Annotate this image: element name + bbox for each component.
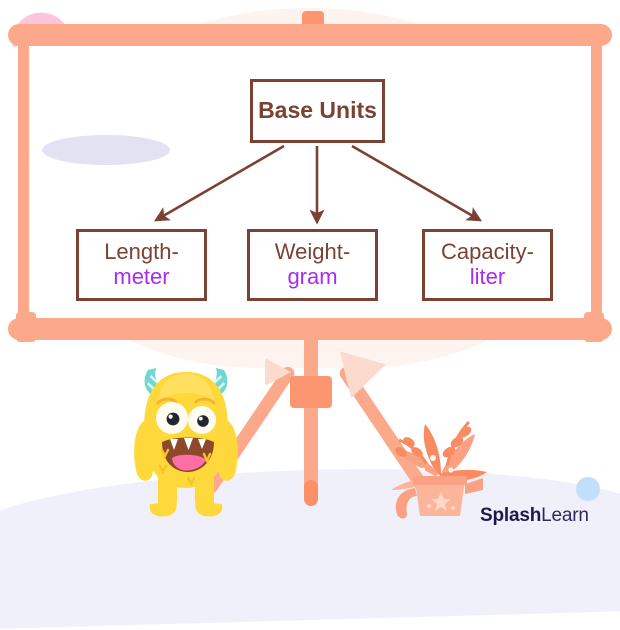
monster-mascot <box>126 358 246 520</box>
arrow-to-capacity <box>351 144 483 222</box>
node-capacity-unit: liter <box>469 264 506 289</box>
monster-brow-right <box>194 397 216 405</box>
board-frame-left <box>18 34 29 330</box>
board-frame-bottom <box>8 318 612 340</box>
easel-center-post <box>304 320 318 505</box>
easel-hub <box>290 376 332 408</box>
monster-foot-left <box>149 502 177 517</box>
node-weight-gram[interactable]: Weight- gram <box>247 229 378 301</box>
node-base-units[interactable]: Base Units <box>250 79 385 143</box>
monster-tooth-center <box>184 438 193 450</box>
monster-eye-glint-left <box>168 414 173 419</box>
whiteboard: Base Units Length- meter Weight- gram Ca… <box>8 11 612 342</box>
node-length-unit: meter <box>113 264 170 289</box>
monster-brow-left <box>156 397 178 405</box>
monster-head-highlight <box>158 374 214 402</box>
splashlearn-logo: SplashLearn <box>480 505 589 527</box>
monster-pupil-left <box>166 412 180 426</box>
node-weight-title: Weight- <box>274 239 351 265</box>
node-capacity-liter[interactable]: Capacity- liter <box>422 229 553 301</box>
plant-leaves <box>391 420 487 490</box>
base-units-diagram: Base Units Length- meter Weight- gram Ca… <box>22 38 598 330</box>
blue-dot-decoration <box>576 477 600 501</box>
monster-eye-glint-right <box>198 416 203 421</box>
logo-learn-text: Learn <box>541 505 589 526</box>
pale-pink-triangle-left <box>265 358 291 386</box>
monster-tongue <box>172 454 206 471</box>
board-frame-top <box>8 24 612 46</box>
board-frame-right <box>591 34 602 330</box>
node-length-title: Length- <box>104 239 179 265</box>
node-weight-unit: gram <box>287 264 338 289</box>
monster-foot-right <box>195 502 223 517</box>
easel-foot-center <box>304 480 318 506</box>
monster-pupil-right <box>197 415 209 427</box>
monster-tooth-right <box>198 439 206 449</box>
logo-splash-text: Splash <box>480 505 542 526</box>
watering-can <box>395 476 483 519</box>
node-capacity-title: Capacity- <box>441 239 534 265</box>
node-base-units-label: Base Units <box>258 97 377 124</box>
node-length-meter[interactable]: Length- meter <box>76 229 207 301</box>
plant-decoration <box>383 396 491 521</box>
monster-tooth-left <box>170 439 178 450</box>
monster-belly-marks <box>158 448 212 487</box>
arrow-to-length <box>153 144 285 222</box>
monster-shadow <box>42 135 170 165</box>
